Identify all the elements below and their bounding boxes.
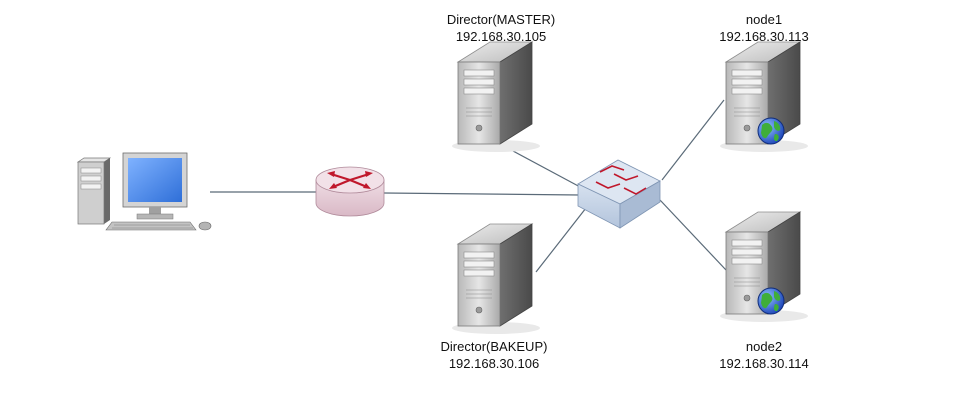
desktop-computer-icon xyxy=(76,152,212,231)
director-backup-ip: 192.168.30.106 xyxy=(448,356,540,371)
router-icon xyxy=(315,166,385,217)
web-server-icon xyxy=(719,41,809,153)
director-master-label: Director(MASTER) 192.168.30.105 xyxy=(401,11,601,45)
director-master-name: Director(MASTER) xyxy=(446,12,556,27)
director-backup-name: Director(BAKEUP) xyxy=(440,339,548,354)
server-icon xyxy=(451,223,541,335)
web-server-icon xyxy=(719,211,809,323)
server-icon xyxy=(451,41,541,153)
link-backup-switch xyxy=(535,207,587,273)
node1-name: node1 xyxy=(745,12,783,27)
director-backup-label: Director(BAKEUP) 192.168.30.106 xyxy=(394,338,594,372)
node2-label: node2 192.168.30.114 xyxy=(664,338,864,372)
link-router-switch xyxy=(383,192,581,196)
node2-name: node2 xyxy=(745,339,783,354)
node2-ip: 192.168.30.114 xyxy=(719,356,809,371)
link-switch-node1 xyxy=(661,99,725,181)
switch-icon xyxy=(577,159,661,229)
node1-label: node1 192.168.30.113 xyxy=(664,11,864,45)
node1-ip: 192.168.30.113 xyxy=(719,29,809,44)
director-master-ip: 192.168.30.105 xyxy=(455,29,547,44)
link-switch-node2 xyxy=(659,199,727,271)
